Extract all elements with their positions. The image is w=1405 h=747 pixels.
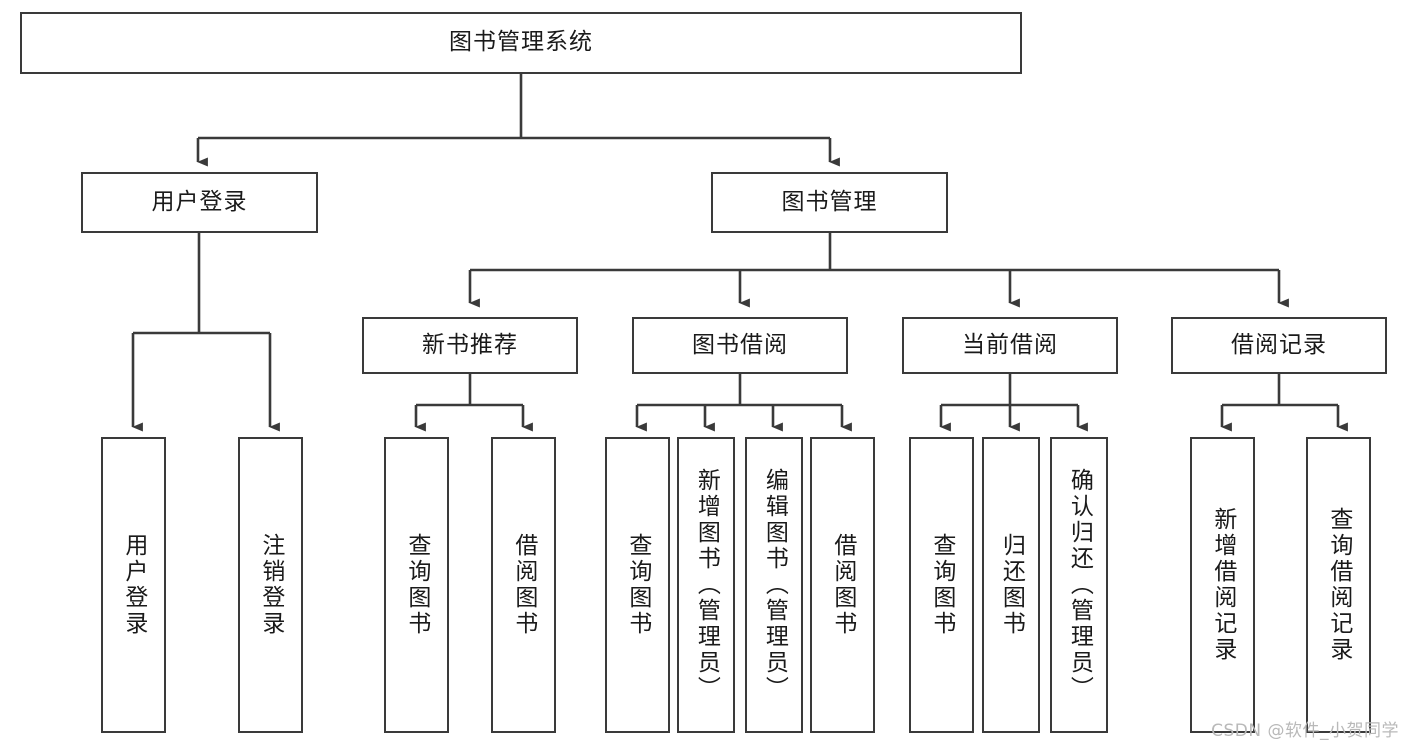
node-label: 借阅记录 (1231, 331, 1327, 358)
leaf-borrow-add-book[interactable]: 新增图书（管理员） (677, 437, 735, 733)
node-user-login[interactable]: 用户登录 (81, 172, 318, 233)
node-book-borrow[interactable]: 图书借阅 (632, 317, 848, 374)
leaf-record-query-record[interactable]: 查询借阅记录 (1306, 437, 1371, 733)
node-label: 新书推荐 (422, 331, 518, 358)
node-new-book-recommend[interactable]: 新书推荐 (362, 317, 578, 374)
node-label: 借阅图书 (510, 533, 537, 637)
node-book-management[interactable]: 图书管理 (711, 172, 948, 233)
node-label: 新增图书（管理员） (693, 468, 720, 702)
leaf-current-query-book[interactable]: 查询图书 (909, 437, 974, 733)
node-label: 确认归还（管理员） (1066, 468, 1093, 702)
leaf-user-logout[interactable]: 注销登录 (238, 437, 303, 733)
node-label: 查询图书 (403, 533, 430, 637)
leaf-recommend-borrow-book[interactable]: 借阅图书 (491, 437, 556, 733)
node-label: 图书管理 (781, 188, 878, 215)
leaf-record-add-record[interactable]: 新增借阅记录 (1190, 437, 1255, 733)
node-label: 注销登录 (257, 533, 284, 637)
node-root-system[interactable]: 图书管理系统 (20, 12, 1022, 74)
node-label: 图书借阅 (692, 331, 788, 358)
node-label: 查询图书 (928, 533, 955, 637)
node-label: 当前借阅 (962, 331, 1058, 358)
node-label: 归还图书 (998, 533, 1025, 637)
leaf-user-login[interactable]: 用户登录 (101, 437, 166, 733)
node-label: 借阅图书 (829, 533, 856, 637)
node-label: 用户登录 (151, 188, 248, 215)
node-label: 图书管理系统 (449, 29, 593, 56)
leaf-current-return-book[interactable]: 归还图书 (982, 437, 1040, 733)
node-label: 查询图书 (624, 533, 651, 637)
leaf-current-confirm-return[interactable]: 确认归还（管理员） (1050, 437, 1108, 733)
leaf-borrow-edit-book[interactable]: 编辑图书（管理员） (745, 437, 803, 733)
node-label: 编辑图书（管理员） (761, 468, 788, 702)
leaf-borrow-borrow-book[interactable]: 借阅图书 (810, 437, 875, 733)
node-current-borrow[interactable]: 当前借阅 (902, 317, 1118, 374)
leaf-borrow-query-book[interactable]: 查询图书 (605, 437, 670, 733)
node-borrow-record[interactable]: 借阅记录 (1171, 317, 1387, 374)
node-label: 用户登录 (120, 533, 147, 637)
csdn-watermark: CSDN @软件_小贺同学 (1211, 721, 1399, 741)
leaf-recommend-query-book[interactable]: 查询图书 (384, 437, 449, 733)
node-label: 新增借阅记录 (1209, 507, 1236, 663)
node-label: 查询借阅记录 (1325, 507, 1352, 663)
